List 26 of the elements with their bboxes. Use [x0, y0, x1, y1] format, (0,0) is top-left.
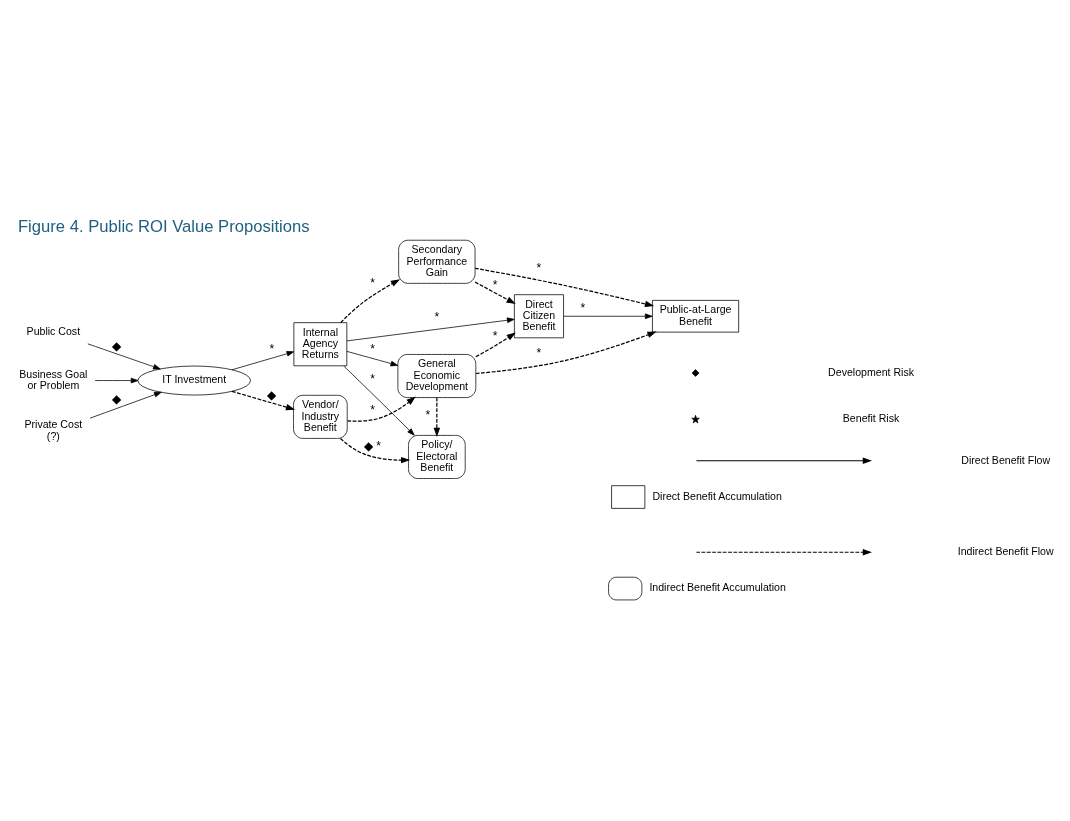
edge-label: * — [269, 341, 275, 356]
node-text: Public Cost — [26, 324, 81, 337]
legend-label: Benefit Risk — [842, 411, 900, 424]
edge-label: * — [492, 277, 498, 292]
edge-label: * — [425, 407, 431, 422]
edge-label: * — [536, 260, 542, 275]
legend-label: Direct Benefit Flow — [961, 453, 1051, 466]
edge-label: ◆ — [112, 391, 121, 406]
edge-label: * — [370, 371, 375, 386]
legend-label: Development Risk — [828, 365, 914, 378]
edge-label: * — [492, 328, 498, 343]
edge-label: * — [370, 402, 375, 417]
edge-label: ◆ — [267, 387, 277, 402]
node-text: Business Goal or Problem — [19, 367, 88, 391]
legend-label: Indirect Benefit Flow — [957, 544, 1054, 557]
diagram-title: Figure 4. Public ROI Value Propositions — [17, 216, 310, 236]
edge-label: * — [370, 341, 375, 356]
edge-label: * — [536, 345, 542, 360]
edge-label: * — [370, 275, 375, 290]
legend-label: Direct Benefit Accumulation — [652, 489, 782, 502]
edge-label: * — [580, 300, 586, 315]
edge-label: ◆ — [112, 338, 121, 353]
edge-label: ◆ * — [364, 438, 382, 453]
node-text: Private Cost (?) — [24, 417, 83, 442]
edge-label: * — [434, 309, 440, 324]
legend-label: Indirect Benefit Accumulation — [649, 580, 786, 593]
